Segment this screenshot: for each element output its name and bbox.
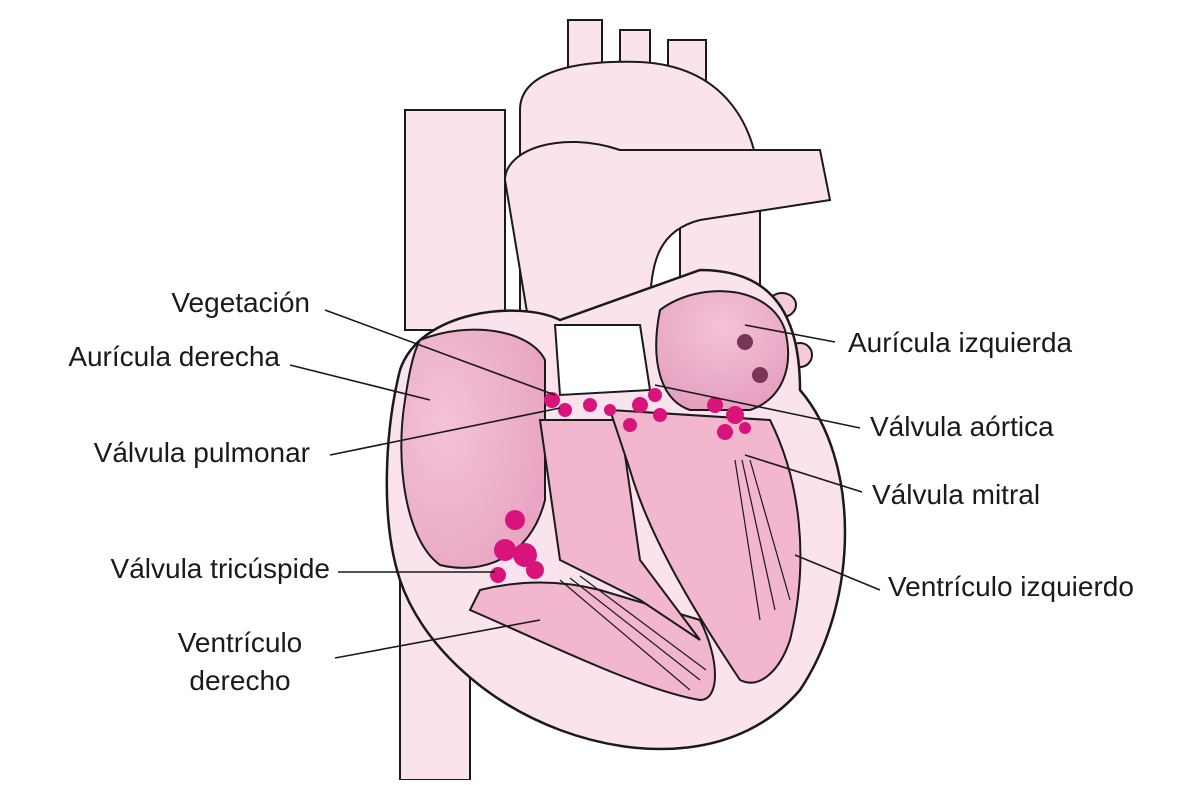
superior-vena-cava <box>404 109 506 331</box>
vegetation-blob <box>513 543 537 567</box>
label-valvula-mitral: Válvula mitral <box>872 479 1041 510</box>
pointer-ventriculo-derecho <box>334 619 541 659</box>
vegetation-blob <box>544 392 560 408</box>
label-ventriculo-derecho-line2: derecho <box>189 665 291 696</box>
label-valvula-pulmonar: Válvula pulmonar <box>93 437 310 468</box>
vegetations <box>490 388 751 583</box>
vegetation-blob <box>648 388 662 402</box>
pointer-valvula-pulmonar <box>329 407 561 456</box>
vegetation-blob <box>526 561 544 579</box>
label-auricula-izquierda: Aurícula izquierda <box>848 327 1073 358</box>
pointer-valvula-mitral <box>744 454 863 493</box>
vegetation-blob <box>632 397 648 413</box>
pointer-auricula-derecha <box>289 364 431 401</box>
label-valvula-aortica: Válvula aórtica <box>870 411 1054 442</box>
vegetation-blob <box>494 539 516 561</box>
pointer-ventriculo-izquierdo <box>794 554 881 591</box>
pointer-valvula-aortica <box>654 384 861 429</box>
pointer-auricula-izquierda <box>744 324 836 343</box>
vegetation-blob <box>583 398 597 412</box>
vegetation-blob <box>558 403 572 417</box>
vegetation-blob <box>707 397 723 413</box>
vegetation-blob <box>505 510 525 530</box>
pointer-lines <box>289 309 881 659</box>
label-ventriculo-derecho-line1: Ventrículo <box>177 627 303 658</box>
pulmonary-vein-opening-1 <box>737 334 753 350</box>
label-vegetacion: Vegetación <box>171 287 310 318</box>
right-ventricle <box>468 581 716 702</box>
vegetation-blob <box>623 418 637 432</box>
label-auricula-derecha: Aurícula derecha <box>68 341 280 372</box>
chordae-tendineae <box>559 459 791 691</box>
pulmonary-vein-opening-2 <box>752 367 768 383</box>
aortic-root <box>553 324 652 397</box>
vegetation-blob <box>604 404 616 416</box>
left-atrium <box>655 290 790 411</box>
vegetation-blob <box>490 567 506 583</box>
vegetation-blob <box>739 422 751 434</box>
right-atrium <box>400 328 546 569</box>
vegetation-blob <box>653 408 667 422</box>
left-ventricle <box>608 408 802 684</box>
vegetation-blob <box>717 424 733 440</box>
label-ventriculo-izquierdo: Ventrículo izquierdo <box>888 571 1134 602</box>
label-valvula-tricuspide: Válvula tricúspide <box>110 553 330 584</box>
pointer-vegetacion <box>324 309 556 396</box>
vegetation-blob <box>726 406 744 424</box>
